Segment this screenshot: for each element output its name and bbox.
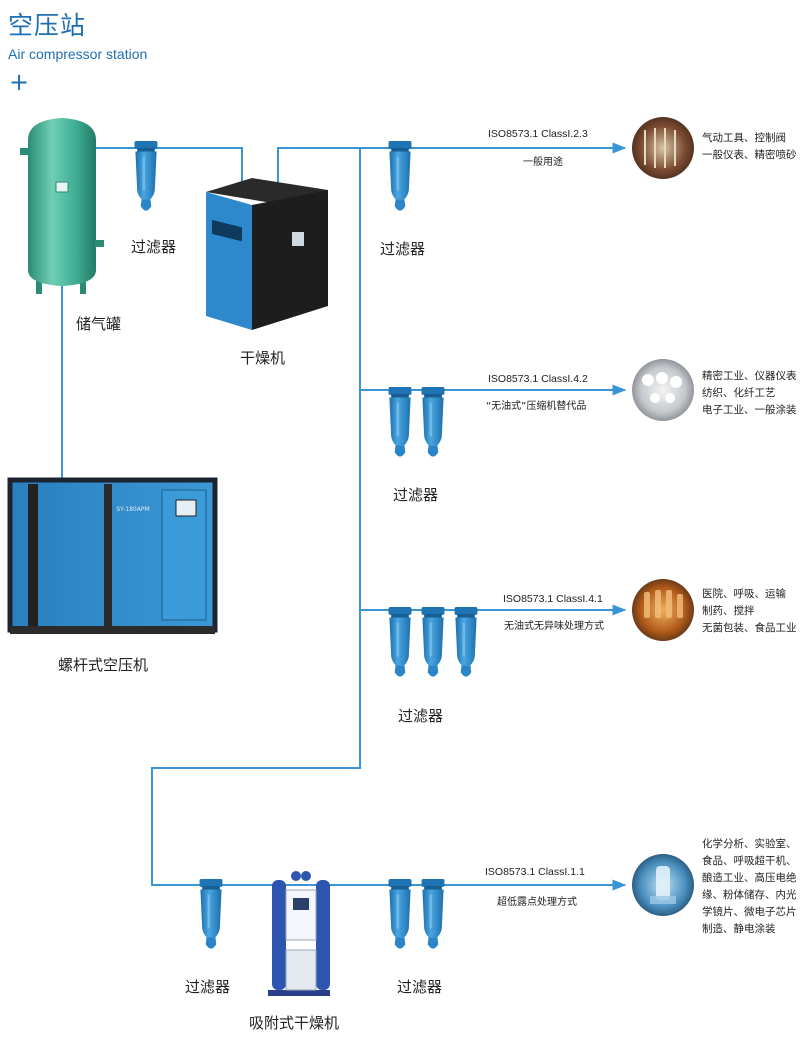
page-title: 空压站 xyxy=(8,11,87,40)
filter-pre-adsorption xyxy=(199,878,223,949)
filter-tank-dryer xyxy=(134,140,158,211)
branch-3-app-line-1: 医院、呼吸、运输 xyxy=(702,588,786,600)
label-adsorption-dryer: 吸附式干燥机 xyxy=(249,1014,340,1032)
filter-branch-3-b xyxy=(421,606,445,677)
air-tank xyxy=(20,118,104,294)
filter-branch-3-c xyxy=(454,606,478,677)
label-filter-2: 过滤器 xyxy=(380,240,426,258)
label-air-tank: 储气罐 xyxy=(76,315,122,333)
plus-icon: + xyxy=(9,68,30,96)
branch-3-app-line-2: 制药、搅拌 xyxy=(702,605,755,617)
label-filter-5: 过滤器 xyxy=(185,978,231,996)
filter-branch-4-a xyxy=(388,878,412,949)
filter-branch-2-a xyxy=(388,386,412,457)
filter-branch-2-b xyxy=(421,386,445,457)
branch-1-app-line-1: 气动工具、控制阀 xyxy=(702,132,786,144)
application-image-4 xyxy=(632,854,694,916)
branch-1-note: 一般用途 xyxy=(523,157,563,168)
label-filter-6: 过滤器 xyxy=(397,978,443,996)
refrigerated-dryer xyxy=(206,178,328,330)
adsorption-dryer xyxy=(268,871,330,996)
compressor-nameplate: SY-180APM xyxy=(116,506,149,513)
label-filter-1: 过滤器 xyxy=(131,238,177,256)
branch-3-iso: ISO8573.1 ClassI.4.1 xyxy=(503,593,603,605)
branch-4-app-line-5: 学镜片、微电子芯片 xyxy=(702,906,797,918)
label-refrigerated-dryer: 干燥机 xyxy=(240,349,286,367)
branch-2-app-line-3: 电子工业、一般涂装 xyxy=(702,404,797,416)
label-screw-compressor: 螺杆式空压机 xyxy=(58,656,149,674)
branch-3-app-line-3: 无菌包装、食品工业 xyxy=(702,622,797,634)
branch-2-app-line-2: 纺织、化纤工艺 xyxy=(702,387,776,399)
label-filter-3: 过滤器 xyxy=(393,486,439,504)
branch-4-app-line-3: 酿造工业、高压电绝 xyxy=(702,872,797,884)
filter-branch-3-a xyxy=(388,606,412,677)
branch-4-iso: ISO8573.1 ClassI.1.1 xyxy=(485,866,585,878)
filter-branch-4-b xyxy=(421,878,445,949)
branch-4-app-line-4: 缘、粉体储存、内光 xyxy=(702,889,797,901)
application-image-1 xyxy=(632,117,694,179)
label-filter-4: 过滤器 xyxy=(398,707,444,725)
application-image-2 xyxy=(632,359,694,421)
branch-2-iso: ISO8573.1 ClassI.4.2 xyxy=(488,373,588,385)
branch-3-note: 无油式无异味处理方式 xyxy=(504,621,604,632)
branch-4-note: 超低露点处理方式 xyxy=(497,897,577,908)
branch-4-app-line-1: 化学分析、实验室、 xyxy=(702,838,797,850)
screw-compressor: SY-180APM xyxy=(7,477,218,634)
pipe-tank-dryer xyxy=(95,147,243,183)
branch-4-app-line-6: 制造、静电涂装 xyxy=(702,923,776,935)
branch-1-app-line-2: 一般仪表、精密喷砂 xyxy=(702,149,797,161)
branch-2-note: “无油式”压缩机替代品 xyxy=(486,401,587,412)
filter-branch-1 xyxy=(388,140,412,211)
branch-1-iso: ISO8573.1 ClassI.2.3 xyxy=(488,128,588,140)
application-image-3 xyxy=(632,579,694,641)
page-subtitle: Air compressor station xyxy=(8,46,148,62)
branch-4-app-line-2: 食品、呼吸超干机、 xyxy=(702,855,797,867)
pipe-main-trunk xyxy=(151,147,625,886)
branch-2-app-line-1: 精密工业、仪器仪表 xyxy=(702,370,797,382)
